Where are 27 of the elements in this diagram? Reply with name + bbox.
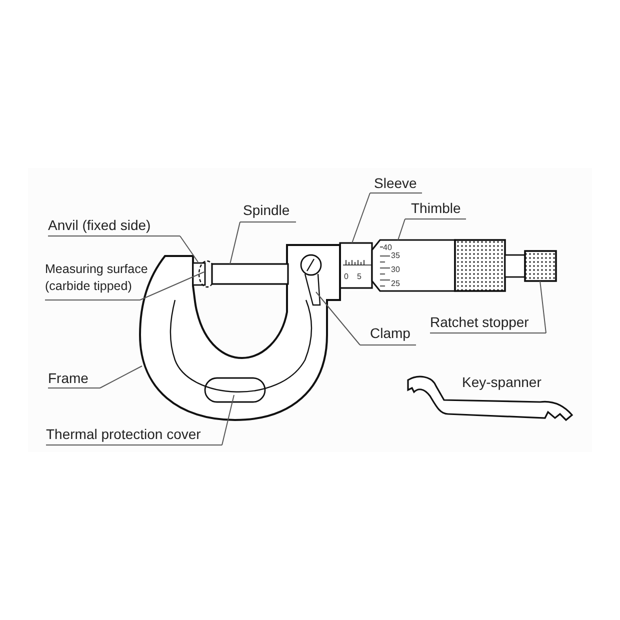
leader-line (430, 280, 546, 334)
leader-line (352, 192, 422, 244)
leader-line (230, 222, 296, 264)
leader-line (44, 272, 204, 300)
leader-line (46, 394, 234, 446)
leader-line (316, 292, 416, 346)
leader-line (398, 218, 466, 240)
scale-number: 5 (357, 272, 362, 281)
part-label: Spindle (243, 202, 313, 219)
leader-line (48, 236, 198, 262)
part-label: Thimble (411, 200, 481, 217)
part-label: Measuring surface (carbide tipped) (45, 261, 165, 295)
thimble-drawing (371, 239, 456, 292)
leader-line (48, 366, 142, 388)
scale-number: 30 (391, 265, 400, 274)
part-label: Key-spanner (462, 374, 542, 391)
part-label: Ratchet stopper (430, 314, 560, 331)
part-label: Thermal protection cover (46, 426, 246, 443)
scale-number: 35 (391, 251, 400, 260)
part-label: Clamp (370, 325, 430, 342)
part-label: Frame (48, 370, 108, 387)
scale-number: 40 (383, 243, 392, 252)
part-label: Sleeve (374, 175, 434, 192)
scale-number: 0 (344, 272, 348, 281)
part-label: Anvil (fixed side) (48, 217, 188, 234)
scale-number: 25 (391, 279, 400, 288)
sleeve-drawing (339, 242, 373, 289)
